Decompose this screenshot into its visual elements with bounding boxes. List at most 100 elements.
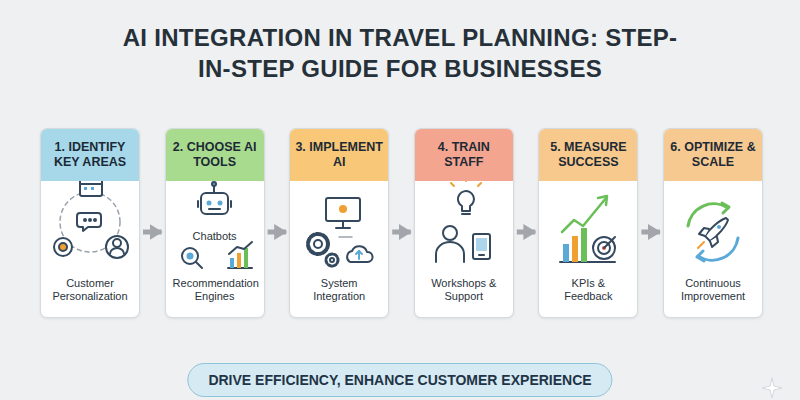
icon-shape <box>228 267 252 269</box>
icon-shape <box>698 238 738 260</box>
icon-shape <box>197 201 199 207</box>
icon-shape <box>326 198 360 221</box>
icon-shape <box>230 258 234 268</box>
icon-shape <box>465 178 467 181</box>
icon-shape <box>705 218 728 241</box>
icon-shape <box>698 242 704 248</box>
icon-shape <box>89 219 91 221</box>
icon-shape <box>342 221 344 227</box>
icon-shape <box>560 261 615 263</box>
step-heading: 1. IDENTIFY KEY AREAS <box>41 129 139 181</box>
icon-shape <box>451 183 454 186</box>
icon-shape <box>688 204 728 226</box>
icon-shape <box>478 183 481 186</box>
icon-shape <box>717 225 721 229</box>
icon-shape <box>604 237 615 248</box>
icon-shape <box>84 187 87 190</box>
icon-shape <box>598 242 610 254</box>
icon-shape <box>237 253 241 268</box>
icon-shape <box>182 248 198 264</box>
icon-shape <box>60 192 120 252</box>
step-heading: 5. MEASURE SUCCESS <box>539 129 637 181</box>
icon-shape <box>699 228 709 236</box>
step-description: KPIs & Feedback <box>546 277 630 303</box>
icon-shape <box>106 236 128 258</box>
icon-shape <box>91 187 94 190</box>
icon-shape <box>77 213 101 231</box>
flow-arrow <box>268 230 287 235</box>
icon-shape <box>230 201 232 207</box>
icon-shape <box>697 251 704 261</box>
icon-shape <box>54 238 72 256</box>
icon-shape <box>563 244 569 262</box>
icon-shape <box>476 238 487 251</box>
icon-shape <box>113 239 121 247</box>
measure-icon <box>560 196 615 262</box>
step-description: Workshops & Support <box>422 277 506 303</box>
icon-shape <box>213 186 215 192</box>
step-heading: 4. TRAIN STAFF <box>415 129 513 181</box>
icon-shape <box>96 175 98 180</box>
flow-arrow <box>392 230 411 235</box>
icon-shape <box>196 262 202 268</box>
step-description: Recommendation Engines <box>173 277 257 303</box>
step-heading: 6. OPTIMIZE & SCALE <box>664 129 762 181</box>
icon-shape <box>358 251 360 259</box>
icon-shape <box>598 196 607 205</box>
personalization-icon <box>54 175 128 258</box>
icon-shape <box>572 236 578 262</box>
flow-arrow <box>641 230 660 235</box>
diagram-title: AI INTEGRATION IN TRAVEL PLANNING: STEP-… <box>120 22 680 84</box>
icon-shape <box>80 183 102 185</box>
icon-shape <box>436 242 464 262</box>
implement-icon <box>308 198 373 266</box>
icon-shape <box>80 178 102 196</box>
icon-shape <box>110 248 124 254</box>
icon-shape <box>229 242 252 254</box>
icon-shape <box>339 205 347 213</box>
step-card: 6. OPTIMIZE & SCALEContinuous Improvemen… <box>663 128 763 318</box>
icon-shape <box>722 203 729 213</box>
tools-icon <box>182 182 252 268</box>
flow-arrow <box>143 230 162 235</box>
icon-shape <box>94 219 96 221</box>
step-card: 5. MEASURE SUCCESS KPIs & Feedback <box>538 128 638 318</box>
icon-shape <box>308 234 328 254</box>
icon-shape <box>326 254 338 266</box>
summary-banner: DRIVE EFFICIENCY, ENHANCE CUSTOMER EXPER… <box>187 363 612 397</box>
icon-shape <box>339 236 352 238</box>
icon-shape <box>212 182 216 186</box>
icon-shape <box>458 191 474 211</box>
step-card: 3. IMPLEMENT AISystem Integration <box>289 128 389 318</box>
icon-shape <box>473 234 490 259</box>
icon-shape <box>602 246 606 250</box>
sparkle-mark <box>762 378 782 398</box>
step-card: 1. IDENTIFY KEY AREAS Customer Personaliz… <box>40 128 140 318</box>
step-description: System Integration <box>297 277 381 303</box>
icon-shape <box>356 251 362 254</box>
icon-shape <box>209 208 220 210</box>
icon-shape <box>562 198 606 232</box>
icon-shape <box>59 243 67 251</box>
icon-shape <box>336 227 350 229</box>
icon-shape <box>479 254 484 256</box>
step-description: Chatbots <box>173 230 257 243</box>
icon-shape <box>218 201 223 206</box>
icon-shape <box>710 237 718 247</box>
icon-shape <box>330 258 334 262</box>
icon-shape <box>462 213 470 215</box>
icon-shape <box>201 193 228 214</box>
icon-shape <box>84 175 86 180</box>
icon-shape <box>593 237 615 259</box>
icon-shape <box>207 201 212 206</box>
training-icon <box>436 178 490 262</box>
icon-shape <box>244 248 248 268</box>
step-description: Customer Personalization <box>48 277 132 303</box>
icon-shape <box>187 253 194 260</box>
flow-arrow <box>517 230 536 235</box>
icon-shape <box>84 219 86 221</box>
step-card: 2. CHOOSE AI TOOLSChatbotsRecommendation… <box>165 128 265 318</box>
icon-shape <box>347 246 372 262</box>
icon-shape <box>581 228 587 262</box>
